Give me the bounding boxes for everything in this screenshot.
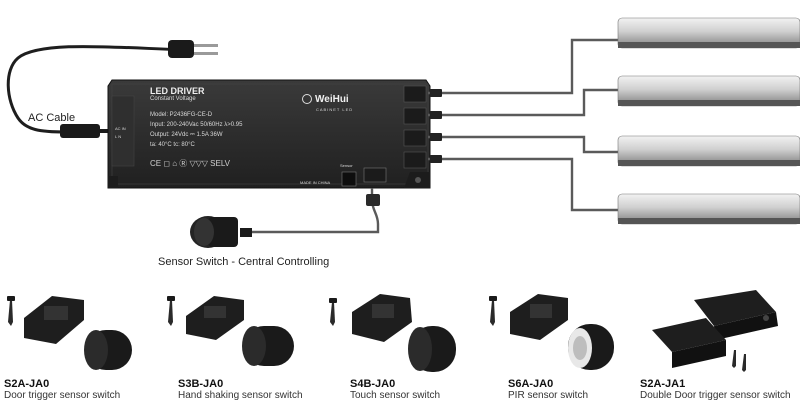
- product-caption-3: S4B-JA0 Touch sensor switch: [350, 378, 440, 401]
- driver-ac-side-text: AC IN: [115, 126, 126, 131]
- output-port-2: [403, 107, 427, 125]
- driver-model: Model: P2436FG-CE-D: [150, 112, 213, 118]
- driver-subtitle: Constant Voltage: [150, 96, 196, 102]
- driver-input: Input: 200-240Vac 50/60Hz λ>0.95: [150, 122, 243, 128]
- product-model: S2A-JA0: [4, 378, 50, 390]
- product-description: PIR sensor switch: [508, 390, 589, 401]
- sensor-switch-label: Sensor Switch - Central Controlling: [158, 256, 330, 268]
- output-port-3: [403, 129, 427, 147]
- brand-logo-icon: [302, 94, 312, 105]
- driver-output: Output: 24Vdc ⎓ 1.5A 36W: [150, 132, 223, 138]
- product-caption-5: S2A-JA1 Double Door trigger sensor switc…: [640, 378, 791, 401]
- plug-pin-top: [194, 44, 218, 47]
- product-model: S4B-JA0: [350, 378, 396, 390]
- driver-temp: ta: 40°C tc: 80°C: [150, 142, 195, 148]
- product-model: S2A-JA1: [640, 378, 686, 390]
- driver-ac-side-sub: L N: [115, 134, 122, 139]
- sensor-port: [341, 171, 357, 187]
- driver-brand-sub: CABINET LED: [316, 107, 354, 112]
- sensor-switch-assembly: [190, 188, 380, 248]
- led-bar-1: [617, 17, 800, 49]
- ac-cable-label: AC Cable: [28, 112, 76, 124]
- product-s4b-ja0-image: [329, 294, 456, 372]
- driver-brand: WeiHui: [302, 94, 349, 105]
- driver-made-in: MADE IN CHINA: [300, 180, 331, 185]
- led-driver-box: [107, 79, 431, 189]
- plug-body: [168, 40, 194, 58]
- product-s2a-ja0-image: [7, 296, 132, 370]
- dc-connector: [60, 124, 100, 138]
- product-s6a-ja0-image: [489, 294, 614, 370]
- product-description: Door trigger sensor switch: [4, 390, 121, 401]
- led-bar-3: [617, 135, 800, 167]
- product-s2a-ja1-image: [652, 290, 778, 372]
- brand-name: WeiHui: [315, 94, 349, 105]
- driver-cert-marks: CE ◻ ⌂ Ⓡ ▽▽▽ SELV: [150, 159, 231, 168]
- driver-sensor-port-label: Sensor: [340, 163, 353, 168]
- product-model: S6A-JA0: [508, 378, 554, 390]
- output-port-1: [403, 85, 427, 103]
- output-wires: [428, 38, 620, 212]
- product-caption-2: S3B-JA0 Hand shaking sensor switch: [178, 378, 303, 401]
- output-plugs: [430, 89, 442, 163]
- product-description: Touch sensor switch: [350, 390, 441, 401]
- product-s3b-ja0-image: [167, 296, 294, 366]
- output-port-4: [403, 151, 427, 169]
- driver-title: LED DRIVER: [150, 86, 205, 96]
- plug-pin-bottom: [194, 52, 218, 55]
- led-bar-2: [617, 75, 800, 107]
- product-model: S3B-JA0: [178, 378, 224, 390]
- product-description: Hand shaking sensor switch: [178, 390, 303, 401]
- product-description: Double Door trigger sensor switch: [640, 390, 791, 401]
- ac-cable: [6, 40, 218, 138]
- product-caption-1: S2A-JA0 Door trigger sensor switch: [4, 378, 120, 401]
- led-bar-4: [617, 193, 800, 225]
- product-caption-4: S6A-JA0 PIR sensor switch: [508, 378, 588, 401]
